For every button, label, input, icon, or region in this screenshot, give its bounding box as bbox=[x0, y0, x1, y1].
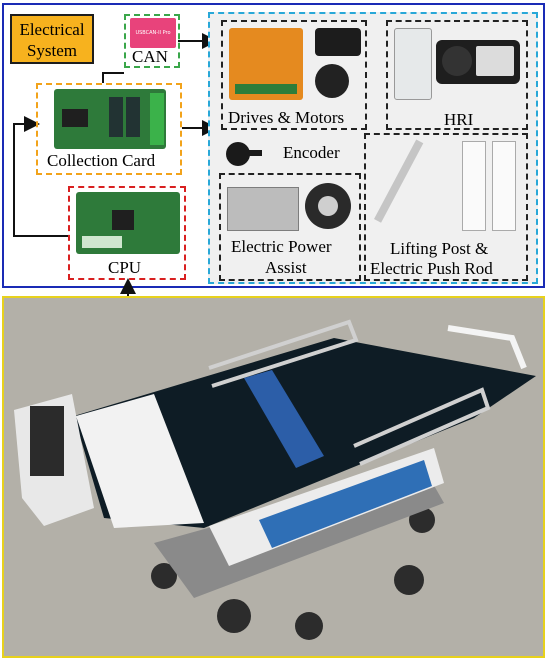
mattress-blue-strap bbox=[244, 370, 324, 468]
motor-image-1 bbox=[315, 28, 361, 56]
motor-image-2 bbox=[315, 64, 349, 98]
hri-display-image bbox=[436, 40, 520, 84]
title-line-2: System bbox=[26, 41, 78, 60]
hri-module: HRI bbox=[386, 20, 528, 130]
hri-keypad-image bbox=[394, 28, 432, 100]
electric-power-assist-module: Electric Power Assist bbox=[219, 173, 361, 281]
title-line-1: Electrical bbox=[19, 20, 85, 39]
caster-wheel bbox=[394, 565, 424, 595]
stretcher-photo bbox=[2, 296, 545, 658]
lifting-post-module: Lifting Post & Electric Push Rod bbox=[364, 133, 528, 281]
caster-wheel bbox=[217, 599, 251, 633]
lifting-post-image-1 bbox=[462, 141, 486, 231]
power-assist-label-line-2: Assist bbox=[265, 258, 307, 277]
encoder-label: Encoder bbox=[283, 143, 340, 162]
drive-board-image bbox=[229, 28, 303, 100]
drives-motors-label: Drives & Motors bbox=[228, 108, 345, 127]
can-module: USBCAN-II Pro CAN bbox=[124, 14, 180, 68]
caster-wheel bbox=[295, 612, 323, 640]
drives-motors-module: Drives & Motors bbox=[221, 20, 367, 130]
electrical-system-title: Electrical System bbox=[10, 14, 94, 64]
can-label: CAN bbox=[132, 47, 168, 66]
power-assist-wheel-image bbox=[305, 183, 351, 229]
encoder-image bbox=[222, 138, 264, 168]
power-assist-label-line-1: Electric Power bbox=[231, 237, 332, 256]
push-rod-image bbox=[374, 139, 424, 223]
base-blue-panel bbox=[259, 460, 432, 548]
cpu-label: CPU bbox=[108, 258, 142, 277]
collection-to-can-line bbox=[102, 72, 124, 83]
white-sheet bbox=[76, 394, 204, 528]
lifting-post-label-line-1: Lifting Post & bbox=[390, 239, 489, 258]
cpu-module: CPU bbox=[68, 186, 186, 280]
lifting-post-image-2 bbox=[492, 141, 516, 231]
hri-label: HRI bbox=[444, 110, 474, 129]
cpu-board-image bbox=[76, 192, 180, 254]
cpu-to-collection-line bbox=[13, 116, 68, 237]
push-handle bbox=[447, 325, 527, 370]
caster-wheel bbox=[151, 563, 177, 589]
collection-card-module: Collection Card bbox=[36, 83, 182, 175]
can-board-image: USBCAN-II Pro bbox=[130, 18, 176, 48]
collection-card-board-image bbox=[54, 89, 166, 149]
side-rail bbox=[353, 387, 491, 466]
can-board-text: USBCAN-II Pro bbox=[135, 30, 171, 36]
stretcher-illustration bbox=[4, 298, 543, 656]
head-control bbox=[30, 406, 64, 476]
collection-card-label: Collection Card bbox=[47, 151, 156, 170]
power-assist-controller-image bbox=[227, 187, 299, 231]
side-rail bbox=[208, 319, 359, 388]
lifting-post-label-line-2: Electric Push Rod bbox=[370, 259, 493, 278]
